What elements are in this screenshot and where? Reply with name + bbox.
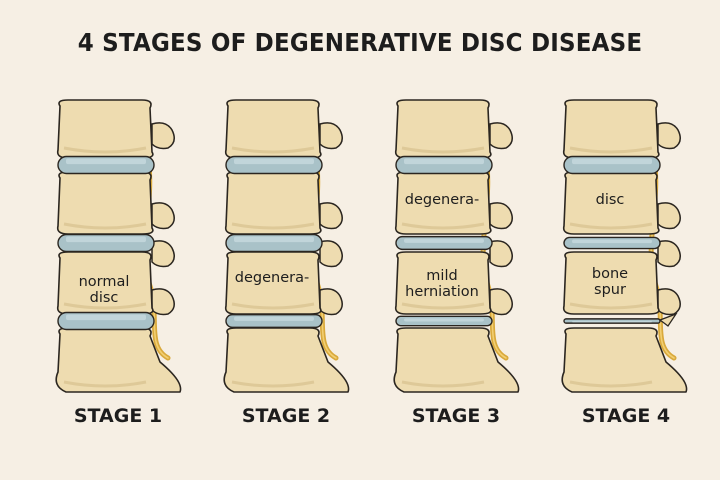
disc-highlight-3 [572, 320, 652, 323]
vertebra-shading-3 [63, 302, 147, 310]
disc-highlight-2 [234, 236, 314, 243]
spine-segment-illustration [393, 99, 520, 393]
vertebra-shading-1 [569, 146, 653, 154]
vertebra-body-3 [56, 251, 154, 315]
vertebra-shading-1 [231, 146, 315, 154]
vertebra-body-1 [394, 99, 492, 159]
vertebra-shading-4 [569, 380, 653, 388]
vertebra-shading-4 [231, 380, 315, 388]
upper-vertebra-label: disc [595, 192, 625, 208]
stage-4-spine: disc bone spur [556, 96, 696, 396]
lower-vertebra-label: bone spur [591, 266, 629, 298]
disc-highlight-2 [66, 236, 146, 243]
vertebra-body-4 [561, 327, 688, 393]
lower-vertebra-label: mild herniation [405, 268, 479, 300]
spinous-process-4 [151, 288, 175, 316]
stage-2-spine: degenera- [218, 96, 358, 396]
spinous-process-1 [657, 122, 681, 150]
spinous-process-3 [489, 240, 513, 268]
disc-highlight-2 [404, 238, 484, 243]
spine-segment-illustration [223, 99, 350, 393]
upper-vertebra-label: degenera- [404, 192, 480, 208]
vertebra-body-1 [224, 99, 322, 159]
spinous-process-2 [489, 202, 513, 230]
disc-highlight-2 [572, 239, 652, 244]
intervertebral-disc-3 [225, 313, 323, 329]
spinous-process-2 [319, 202, 343, 230]
lower-vertebra-label: degenera- [234, 270, 310, 286]
vertebra-body-4 [393, 327, 520, 393]
vertebra-shading-2 [569, 222, 653, 230]
disc-highlight-3 [404, 318, 484, 322]
stage-4-label: STAGE 4 [581, 405, 671, 427]
spinous-process-3 [319, 240, 343, 268]
spine-segment-illustration [561, 99, 688, 393]
vertebra-shading-3 [231, 302, 315, 310]
stage-1-label: STAGE 1 [73, 405, 163, 427]
spinous-process-1 [151, 122, 175, 150]
spinous-process-2 [657, 202, 681, 230]
disc-highlight-3 [66, 314, 146, 321]
spinous-process-3 [151, 240, 175, 268]
vertebra-body-1 [562, 99, 660, 159]
vertebra-shading-3 [569, 302, 653, 310]
page-title: 4 STAGES OF DEGENERATIVE DISC DISEASE [77, 28, 643, 57]
intervertebral-disc-2 [395, 235, 493, 251]
disc-highlight-1 [572, 158, 652, 165]
vertebra-shading-2 [63, 222, 147, 230]
spinous-process-3 [657, 240, 681, 268]
disc-highlight-1 [234, 158, 314, 165]
bone-spur [658, 312, 678, 327]
vertebra-body-3 [224, 251, 322, 315]
spinous-process-2 [151, 202, 175, 230]
vertebra-shading-4 [401, 380, 485, 388]
vertebra-shading-2 [231, 222, 315, 230]
vertebra-shading-2 [401, 222, 485, 230]
spinous-process-4 [657, 288, 681, 316]
stage-2-label: STAGE 2 [241, 405, 331, 427]
spinous-process-1 [489, 122, 513, 150]
vertebra-body-3 [562, 251, 660, 315]
spinous-process-4 [319, 288, 343, 316]
disc-highlight-1 [404, 158, 484, 165]
lower-vertebra-label: normal disc [78, 274, 130, 306]
vertebra-shading-1 [63, 146, 147, 154]
vertebra-shading-4 [63, 380, 147, 388]
spinous-process-1 [319, 122, 343, 150]
vertebra-body-3 [394, 251, 492, 315]
vertebra-body-4 [223, 327, 350, 393]
stage-1-spine: normal disc [50, 96, 190, 396]
disc-highlight-1 [66, 158, 146, 165]
stage-3-spine: degenera- mild herniation [388, 96, 528, 396]
vertebra-body-1 [56, 99, 154, 159]
spine-segment-illustration [55, 99, 182, 393]
spinous-process-4 [489, 288, 513, 316]
stage-3-label: STAGE 3 [411, 405, 501, 427]
vertebra-shading-3 [401, 302, 485, 310]
disc-highlight-3 [234, 316, 314, 321]
vertebra-shading-1 [401, 146, 485, 154]
